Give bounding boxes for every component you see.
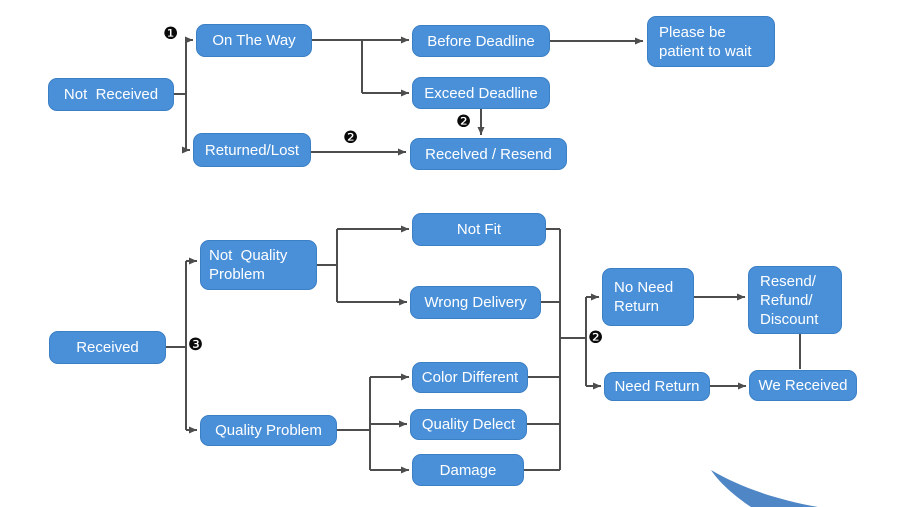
node-need-return: Need Return	[604, 372, 710, 401]
node-before-deadline: Before Deadline	[412, 25, 550, 57]
step-2-marker-return-split: ❷	[588, 328, 604, 348]
node-color-different: Color Different	[412, 362, 528, 393]
node-not-received: Not Received	[48, 78, 174, 111]
node-quality-delect: Quality Delect	[410, 409, 527, 440]
step-2-marker-returned: ❷	[343, 128, 359, 148]
node-returned-lost: Returned/Lost	[193, 133, 311, 167]
node-please-wait: Please be patient to wait	[647, 16, 775, 67]
step-3-marker: ❸	[188, 335, 204, 355]
step-1-marker: ❶	[163, 24, 179, 44]
node-we-received: We Received	[749, 370, 857, 401]
step-2-marker-exceed: ❷	[456, 112, 472, 132]
node-not-fit: Not Fit	[412, 213, 546, 246]
node-on-the-way: On The Way	[196, 24, 312, 57]
node-received: Received	[49, 331, 166, 364]
node-wrong-delivery: Wrong Delivery	[410, 286, 541, 319]
logo-swoosh-graphic	[711, 470, 818, 507]
node-not-quality-problem: Not Quality Problem	[200, 240, 317, 290]
node-exceed-deadline: Exceed Deadline	[412, 77, 550, 109]
node-no-need-return: No Need Return	[602, 268, 694, 326]
node-damage: Damage	[412, 454, 524, 486]
node-received-resend: Recelved / Resend	[410, 138, 567, 170]
node-resend-refund-discount: Resend/ Refund/ Discount	[748, 266, 842, 334]
node-quality-problem: Quality Problem	[200, 415, 337, 446]
